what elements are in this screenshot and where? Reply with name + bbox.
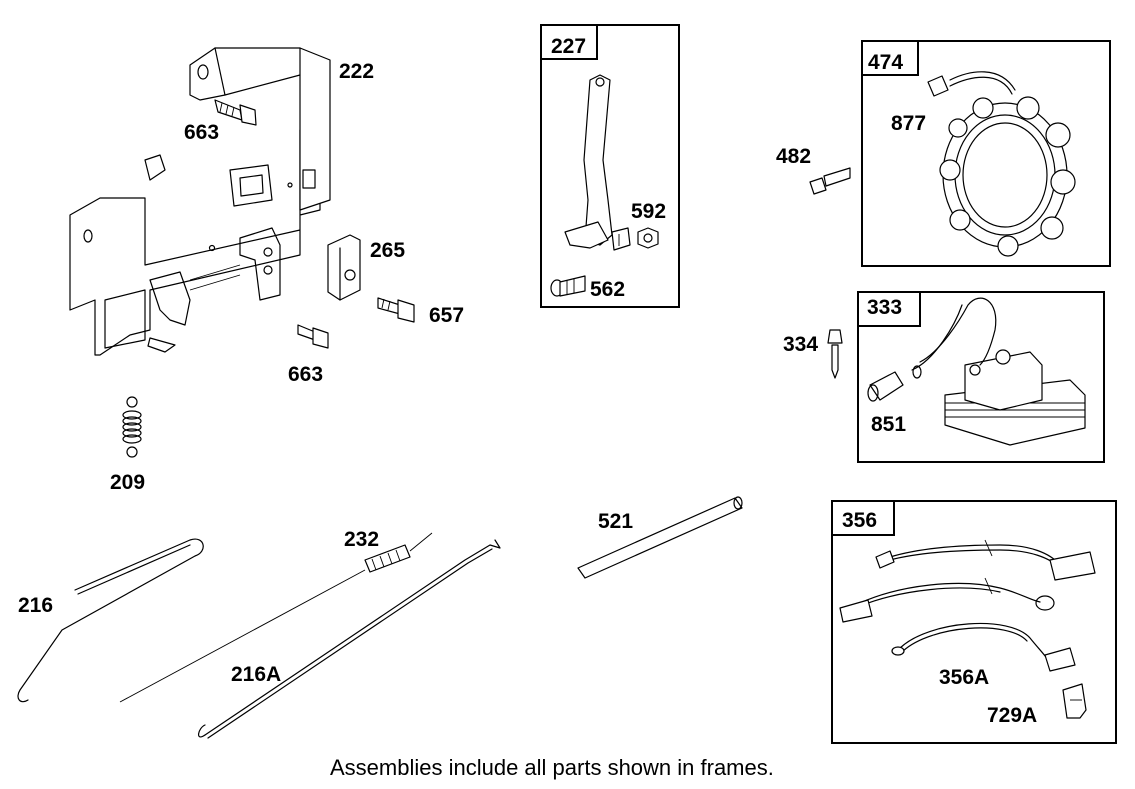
control-bracket-part[interactable]	[69, 47, 331, 356]
connector-877-part[interactable]	[927, 75, 949, 97]
spring-link-232-part[interactable]	[119, 532, 433, 703]
label-209: 209	[110, 471, 145, 494]
label-663-upper: 663	[184, 121, 219, 144]
screw-562-part[interactable]	[550, 275, 586, 297]
label-216: 216	[18, 594, 53, 617]
wire-356A-part[interactable]	[891, 622, 1076, 672]
assembly-474-tag	[861, 40, 919, 76]
assembly-356-frame	[831, 500, 1117, 744]
assembly-227-tag	[540, 24, 598, 60]
assembly-333-frame	[857, 291, 1105, 463]
label-729A: 729A	[987, 704, 1037, 727]
assembly-356-tag	[831, 500, 895, 536]
screw-334-part[interactable]	[827, 329, 843, 379]
assembly-474-frame	[861, 40, 1111, 267]
label-356A: 356A	[939, 666, 989, 689]
link-216A-part[interactable]	[198, 539, 501, 739]
label-222: 222	[339, 60, 374, 83]
screw-482-part[interactable]	[809, 167, 851, 195]
label-592: 592	[631, 200, 666, 223]
label-356: 356	[842, 509, 877, 532]
label-227: 227	[551, 35, 586, 58]
clip-265-part[interactable]	[327, 234, 361, 301]
link-216-part[interactable]	[17, 538, 204, 703]
label-877: 877	[891, 112, 926, 135]
label-562: 562	[590, 278, 625, 301]
wire-harness-356-part[interactable]	[839, 539, 1096, 623]
clip-729A-part[interactable]	[1062, 683, 1087, 719]
ignition-coil-333-part[interactable]	[911, 297, 1086, 446]
screw-663-upper-part[interactable]	[214, 99, 257, 126]
assembly-333-tag	[857, 291, 921, 327]
diagram-caption: Assemblies include all parts shown in fr…	[330, 755, 774, 780]
nut-592-part[interactable]	[637, 227, 659, 249]
assembly-227-frame	[540, 24, 680, 308]
label-334: 334	[783, 333, 818, 356]
label-333: 333	[867, 296, 902, 319]
alternator-474-part[interactable]	[939, 71, 1076, 257]
label-474: 474	[868, 51, 903, 74]
spring-209-part[interactable]	[122, 396, 142, 458]
governor-lever-227-part[interactable]	[564, 74, 631, 251]
screw-663-lower-part[interactable]	[297, 324, 329, 349]
label-216A: 216A	[231, 663, 281, 686]
spark-plug-boot-851-part[interactable]	[867, 365, 922, 402]
label-521: 521	[598, 510, 633, 533]
label-482: 482	[776, 145, 811, 168]
label-851: 851	[871, 413, 906, 436]
screw-657-part[interactable]	[377, 297, 415, 323]
label-663-lower: 663	[288, 363, 323, 386]
label-232: 232	[344, 528, 379, 551]
label-265: 265	[370, 239, 405, 262]
label-657: 657	[429, 304, 464, 327]
rod-521-part[interactable]	[577, 496, 743, 579]
